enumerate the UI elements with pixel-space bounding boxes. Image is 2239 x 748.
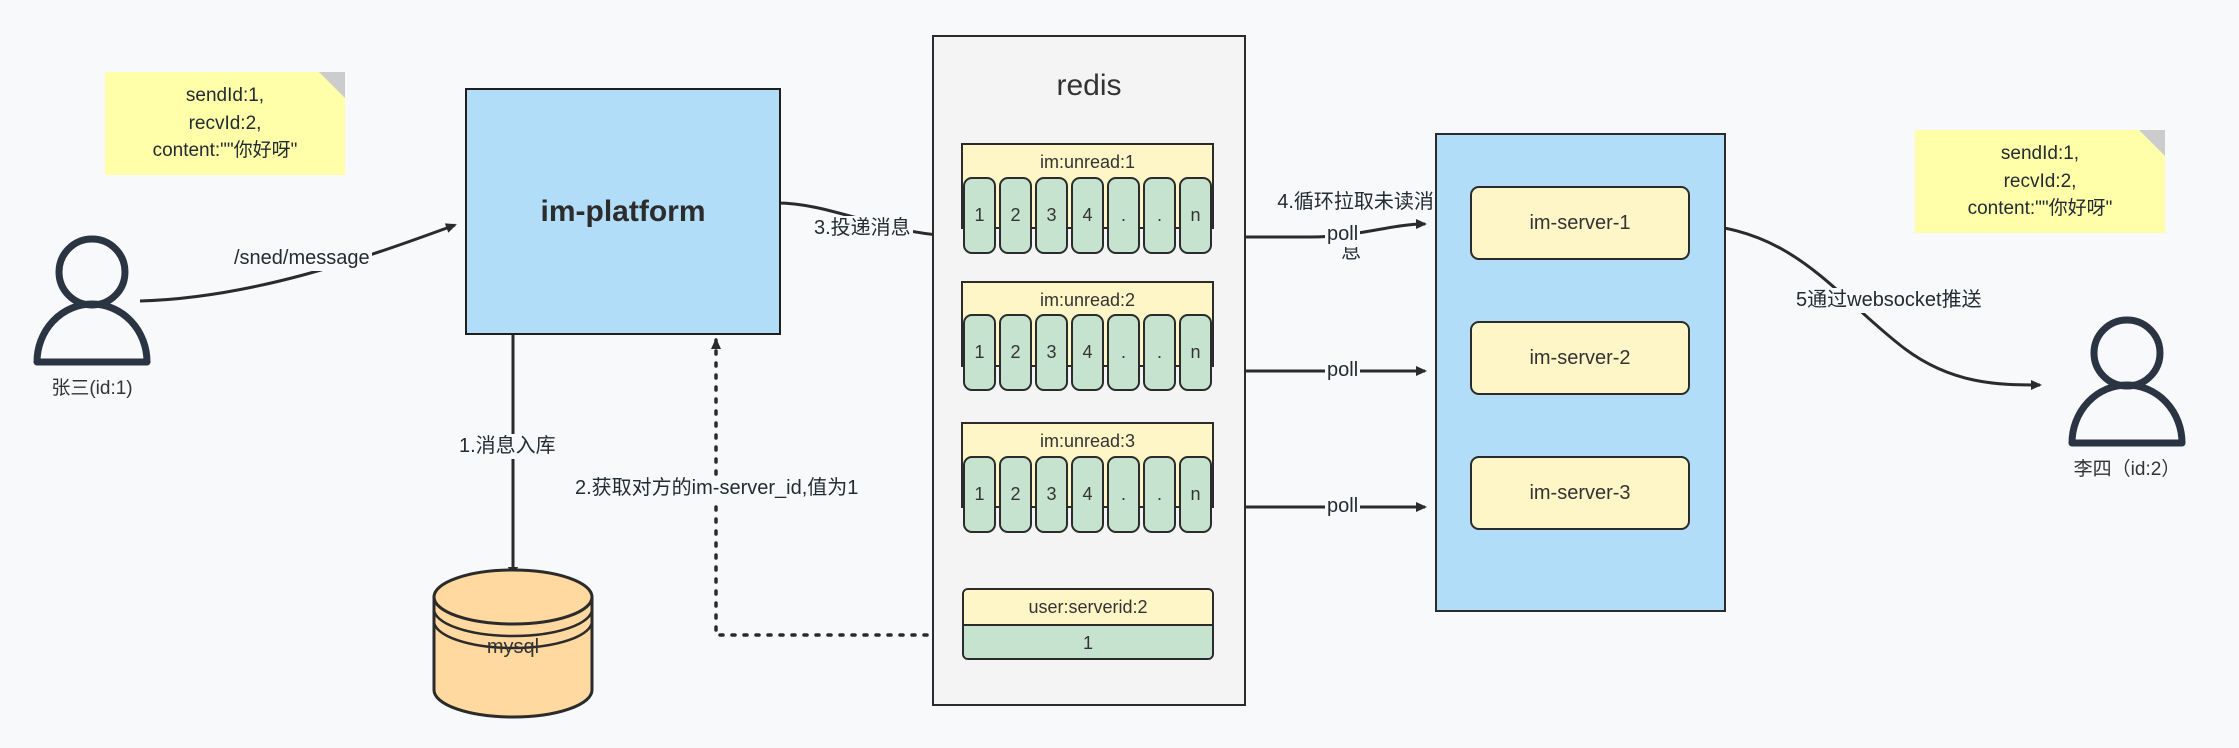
node-mysql-label: mysql (486, 636, 540, 658)
redis-cell: 4 (1071, 177, 1104, 254)
redis-kv-value: 1 (964, 626, 1212, 658)
edge-label-poll-unread-line1: 4.循环拉取未读消 (1277, 191, 1434, 213)
redis-key-label: im:unread:2 (1039, 290, 1136, 310)
redis-cell: n (1179, 177, 1212, 254)
redis-kv-user-serverid[interactable]: user:serverid:2 1 (962, 588, 1214, 660)
note-line-2: recvId:2, (188, 112, 262, 134)
note-sender-payload: sendId:1, recvId:2, content:""你好呀" (105, 72, 345, 175)
edge-send-message (139, 223, 457, 303)
redis-cell: . (1107, 456, 1140, 533)
actor-caption-receiver: 李四（id:2） (2073, 459, 2181, 480)
node-im-server-2[interactable]: im-server-2 (1470, 321, 1690, 395)
note-line-1: sendId:1, (185, 85, 265, 107)
edge-label-store-message: 1.消息入库 (457, 434, 558, 459)
redis-cell: 1 (963, 456, 996, 533)
note-line-2: recvId:2, (2003, 170, 2077, 192)
edge-label-websocket-push: 5通过websocket推送 (1794, 288, 1984, 313)
redis-key-label: im:unread:1 (1039, 152, 1136, 172)
edge-poll-1 (1222, 219, 1427, 239)
redis-cell: 2 (999, 177, 1032, 254)
redis-cell-row-1: 1 2 3 4 . . n (963, 314, 1212, 391)
note-line-3: content:""你好呀" (152, 140, 298, 162)
redis-cell-row-0: 1 2 3 4 . . n (963, 177, 1212, 254)
node-im-server-3[interactable]: im-server-3 (1470, 456, 1690, 530)
redis-cell-row-2: 1 2 3 4 . . n (963, 456, 1212, 533)
person-icon-sender (33, 235, 151, 366)
edge-label-poll-3: poll (1325, 494, 1361, 519)
node-im-server-2-label: im-server-2 (1529, 346, 1631, 369)
database-cylinder-icon (432, 568, 594, 719)
actor-caption-sender: 张三(id:1) (51, 378, 133, 399)
edge-get-server-id (711, 338, 965, 637)
note-fold-icon (2139, 130, 2165, 156)
node-im-platform-label: im-platform (540, 194, 706, 228)
node-im-server-1[interactable]: im-server-1 (1470, 186, 1690, 260)
edge-label-send-message: /sned/message (232, 246, 372, 271)
redis-cell: 3 (1035, 177, 1068, 254)
redis-cell: 1 (963, 314, 996, 391)
redis-cell: 3 (1035, 456, 1068, 533)
redis-cell: . (1107, 314, 1140, 391)
note-line-1: sendId:1, (2000, 143, 2080, 165)
edge-label-deliver-message: 3.投递消息 (812, 216, 913, 241)
redis-cell: . (1143, 314, 1176, 391)
redis-cell: 4 (1071, 456, 1104, 533)
redis-cell: n (1179, 314, 1212, 391)
edge-label-get-server-id: 2.获取对方的im-server_id,值为1 (573, 476, 861, 501)
node-im-platform[interactable]: im-platform (465, 88, 781, 335)
note-receiver-payload: sendId:1, recvId:2, content:""你好呀" (1915, 130, 2165, 233)
note-fold-icon (319, 72, 345, 98)
redis-cell: 1 (963, 177, 996, 254)
edge-label-poll-1: poll (1325, 222, 1361, 247)
redis-cell: n (1179, 456, 1212, 533)
redis-cell: . (1143, 177, 1176, 254)
edge-label-poll-2: poll (1325, 358, 1361, 383)
redis-cell: . (1143, 456, 1176, 533)
node-im-server-1-label: im-server-1 (1529, 211, 1631, 234)
redis-cell: 3 (1035, 314, 1068, 391)
redis-cell: 2 (999, 456, 1032, 533)
redis-key-label: im:unread:3 (1039, 431, 1136, 451)
redis-cell: . (1107, 177, 1140, 254)
redis-cell: 2 (999, 314, 1032, 391)
edge-websocket-push (1679, 222, 2042, 390)
redis-cell: 4 (1071, 314, 1104, 391)
person-icon-receiver (2068, 316, 2186, 447)
note-line-3: content:""你好呀" (1967, 198, 2113, 220)
node-redis-label: redis (1056, 69, 1122, 102)
node-im-server-3-label: im-server-3 (1529, 481, 1631, 504)
redis-kv-key: user:serverid:2 (964, 590, 1212, 626)
